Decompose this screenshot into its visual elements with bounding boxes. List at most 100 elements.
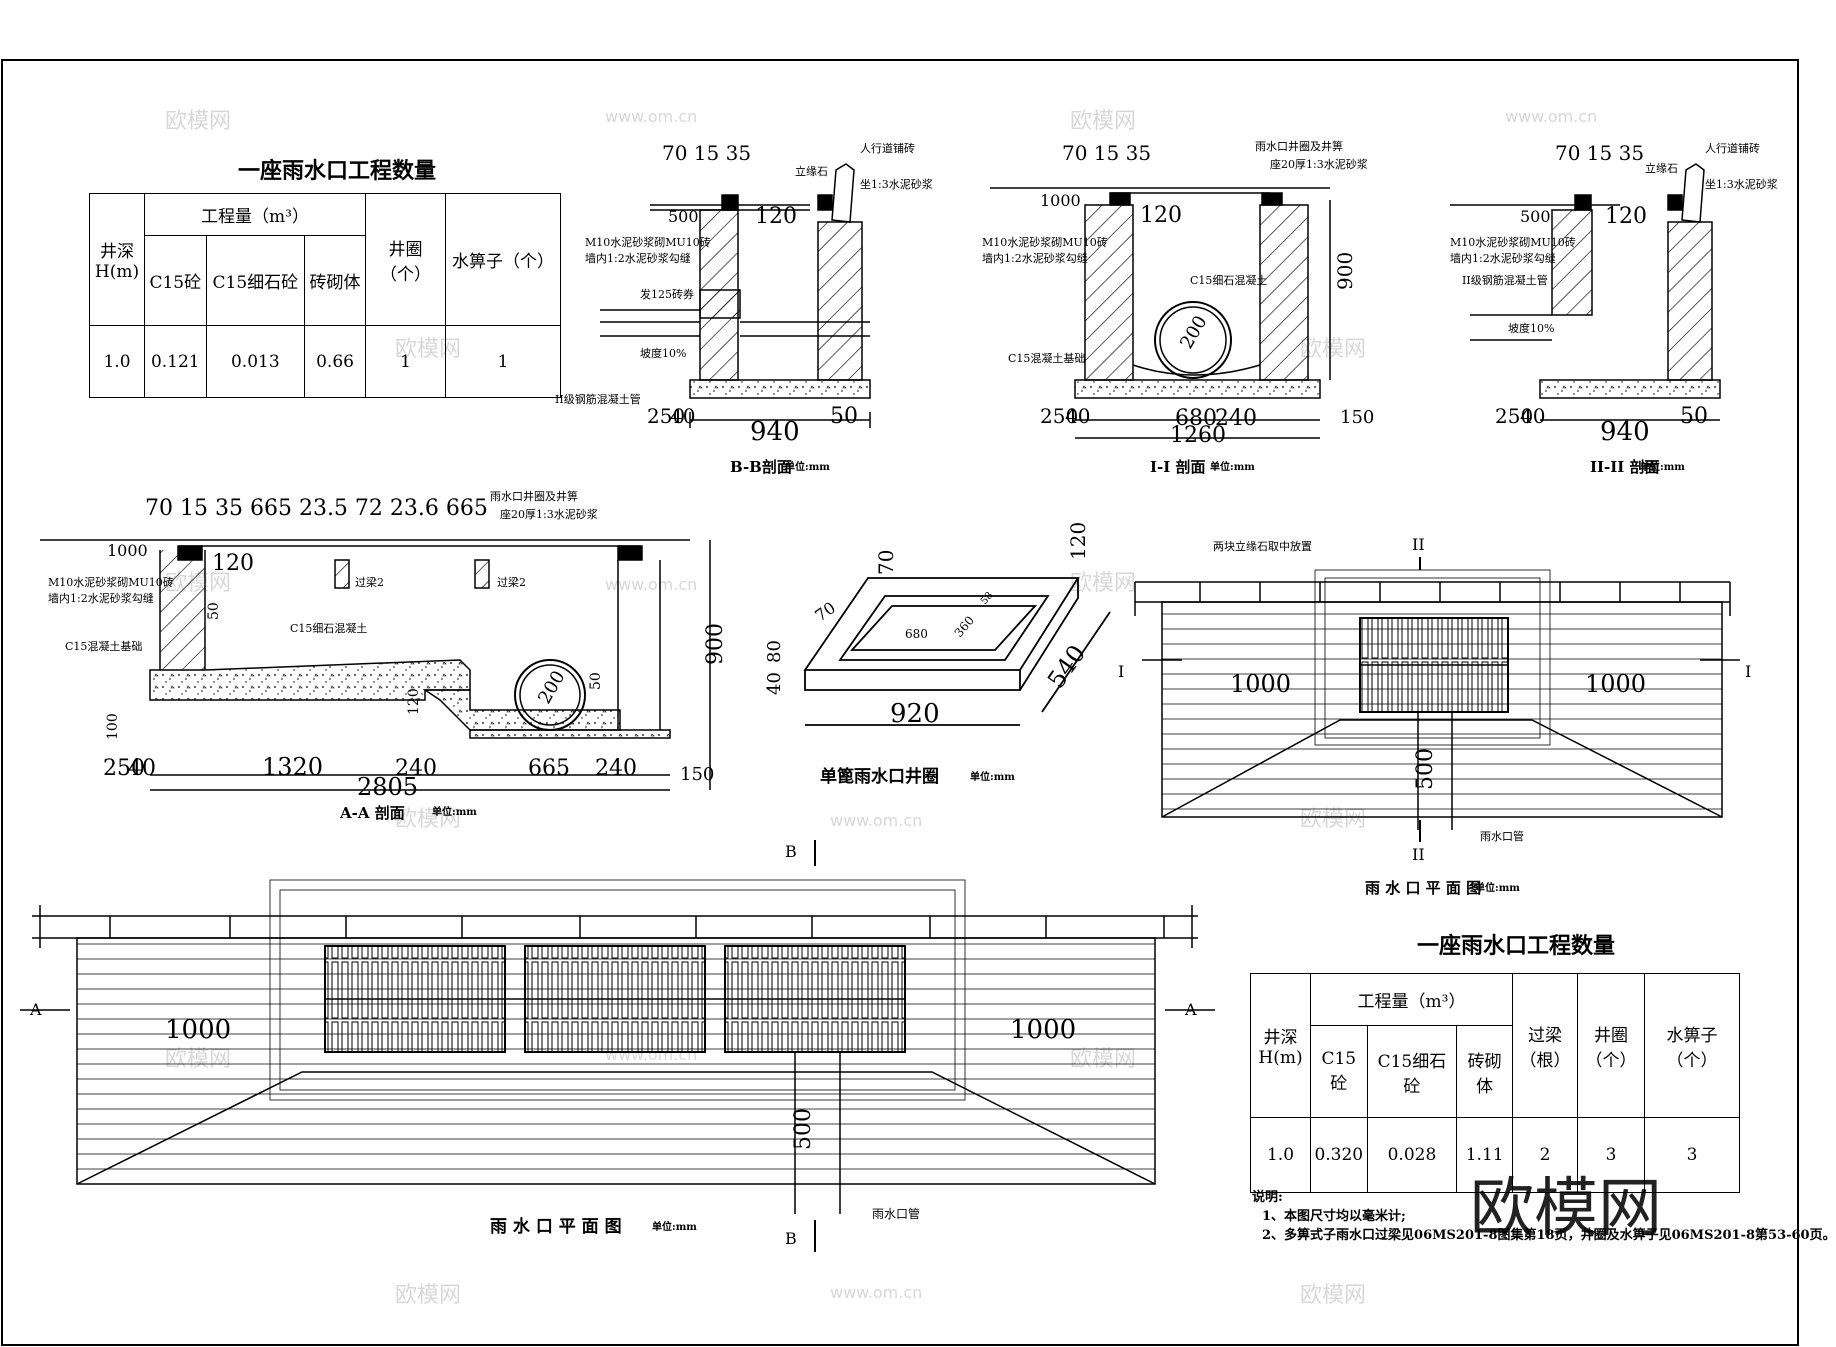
svg-text:单位:mm: 单位:mm [1640,460,1685,473]
svg-text:坐1:3水泥砂浆: 坐1:3水泥砂浆 [1705,177,1778,191]
svg-text:940: 940 [750,417,800,447]
svg-text:500: 500 [1413,748,1438,790]
table2-cell: 1.11 [1456,1117,1513,1193]
svg-text:1320: 1320 [262,753,323,781]
svg-text:座20厚1:3水泥砂浆: 座20厚1:3水泥砂浆 [1270,157,1368,171]
svg-text:欧模网: 欧模网 [1070,109,1136,134]
svg-text:单位:mm: 单位:mm [432,805,477,818]
svg-text:欧模网: 欧模网 [165,109,231,134]
svg-text:A: A [1184,1000,1197,1019]
table2-h-ring: 井圈（个） [1577,973,1645,1118]
svg-text:250: 250 [1495,404,1533,428]
svg-text:500: 500 [791,1108,816,1150]
svg-text:单位:mm: 单位:mm [1210,460,1255,473]
svg-text:500: 500 [668,207,699,226]
svg-text:人行道铺砖: 人行道铺砖 [1705,141,1760,155]
svg-text:II: II [1412,845,1425,864]
table1-h-depth: 井深H(m) [89,193,145,326]
svg-text:坡度10%: 坡度10% [1508,321,1554,335]
section-bb [600,163,871,428]
svg-text:680: 680 [905,627,928,641]
section-ii [990,187,1331,439]
svg-text:B: B [785,1229,797,1248]
svg-text:M10水泥砂浆砌MU10砖: M10水泥砂浆砌MU10砖 [982,235,1108,249]
svg-text:过梁2: 过梁2 [355,575,384,589]
svg-text:墙内1:2水泥砂浆勾缝: 墙内1:2水泥砂浆勾缝 [585,251,691,265]
svg-text:1000: 1000 [1585,670,1646,698]
section-bb-labels: 70 15 35 立缘石 人行道铺砖 坐1:3水泥砂浆 500 120 M10水… [555,141,933,476]
svg-text:900: 900 [1333,252,1357,290]
plan-big-labels: B B A A 1000 1000 500 雨水口管 雨 水 口 平 面 图 单… [29,842,1197,1248]
section-aa [40,539,711,791]
table1-cell: 1 [365,325,446,398]
svg-text:70 15 35: 70 15 35 [662,141,751,165]
svg-text:120: 120 [1140,203,1182,228]
svg-text:立缘石: 立缘石 [1645,161,1678,175]
svg-text:雨水口管: 雨水口管 [872,1206,920,1221]
table2-h-qty: 工程量（m³） [1310,973,1513,1026]
svg-text:50: 50 [830,404,858,429]
svg-text:II: II [1412,535,1425,554]
svg-text:M10水泥砂浆砌MU10砖: M10水泥砂浆砌MU10砖 [48,575,174,589]
table2-cell: 2 [1512,1117,1578,1193]
plan-small-labels: 两块立缘石取中放置 II II I I 1000 1000 500 雨水口管 雨… [1118,535,1751,897]
table1-h-grate: 水箅子（个） [445,193,561,326]
svg-text:1000: 1000 [165,1015,231,1045]
svg-text:100: 100 [105,713,121,740]
svg-text:雨水口井圈及井箅: 雨水口井圈及井箅 [490,489,578,503]
table2-title: 一座雨水口工程数量 [1417,933,1616,959]
svg-text:900: 900 [703,623,728,665]
table1-cell: 0.66 [304,325,366,398]
ring-isometric [803,577,1111,726]
svg-text:欧模网: 欧模网 [1300,1283,1366,1308]
svg-text:70: 70 [874,550,898,575]
svg-text:120: 120 [1605,204,1647,229]
svg-text:50: 50 [1680,404,1708,429]
plan-big [20,840,1215,1252]
table2-h-depth: 井深H(m) [1250,973,1311,1118]
svg-text:150: 150 [1340,407,1374,428]
svg-text:www.om.cn: www.om.cn [1505,107,1597,126]
svg-text:单位:mm: 单位:mm [785,460,830,473]
svg-text:360: 360 [952,613,977,640]
svg-text:120: 120 [755,204,797,229]
table1-cell: 1 [445,325,561,398]
svg-text:B-B剖面: B-B剖面 [730,458,792,476]
table1-cell: 1.0 [89,325,145,398]
svg-text:墙内1:2水泥砂浆勾缝: 墙内1:2水泥砂浆勾缝 [1450,251,1556,265]
svg-text:雨水口管: 雨水口管 [1480,829,1524,843]
svg-text:C15细石混凝土: C15细石混凝土 [290,621,367,635]
svg-text:座20厚1:3水泥砂浆: 座20厚1:3水泥砂浆 [500,507,598,521]
svg-text:150: 150 [680,764,714,785]
svg-text:单篦雨水口井圈: 单篦雨水口井圈 [820,766,939,787]
svg-text:M10水泥砂浆砌MU10砖: M10水泥砂浆砌MU10砖 [1450,235,1576,249]
svg-text:120: 120 [212,551,254,576]
svg-text:70: 70 [811,598,839,625]
svg-text:www.om.cn: www.om.cn [830,811,922,830]
svg-text:1000: 1000 [107,541,148,560]
note-1: 1、本图尺寸均以毫米计; [1262,1209,1406,1224]
table1-h-c15: C15砼 [144,235,207,326]
svg-text:www.om.cn: www.om.cn [605,575,697,594]
svg-text:单位:mm: 单位:mm [652,1220,697,1233]
svg-text:坐1:3水泥砂浆: 坐1:3水泥砂浆 [860,177,933,191]
svg-text:80: 80 [764,640,785,663]
svg-text:欧模网: 欧模网 [395,807,461,832]
svg-text:40: 40 [1520,404,1545,428]
svg-text:欧模网: 欧模网 [1070,571,1136,596]
svg-text:1000: 1000 [1040,191,1081,210]
svg-text:I: I [1118,662,1124,681]
svg-text:www.om.cn: www.om.cn [830,1283,922,1302]
svg-text:240: 240 [1215,406,1257,431]
table1-cell: 0.121 [144,325,207,398]
section-ii-labels: 70 15 35 雨水口井圈及井箅 座20厚1:3水泥砂浆 1000 120 M… [982,139,1374,476]
svg-text:40: 40 [670,404,695,428]
svg-text:50: 50 [588,672,604,690]
svg-text:40: 40 [764,672,785,695]
svg-text:欧模网: 欧模网 [1300,337,1366,362]
table2-cell: 0.320 [1310,1117,1368,1193]
svg-text:A: A [29,1000,42,1019]
svg-text:250: 250 [647,404,685,428]
plan-small [1134,557,1740,842]
